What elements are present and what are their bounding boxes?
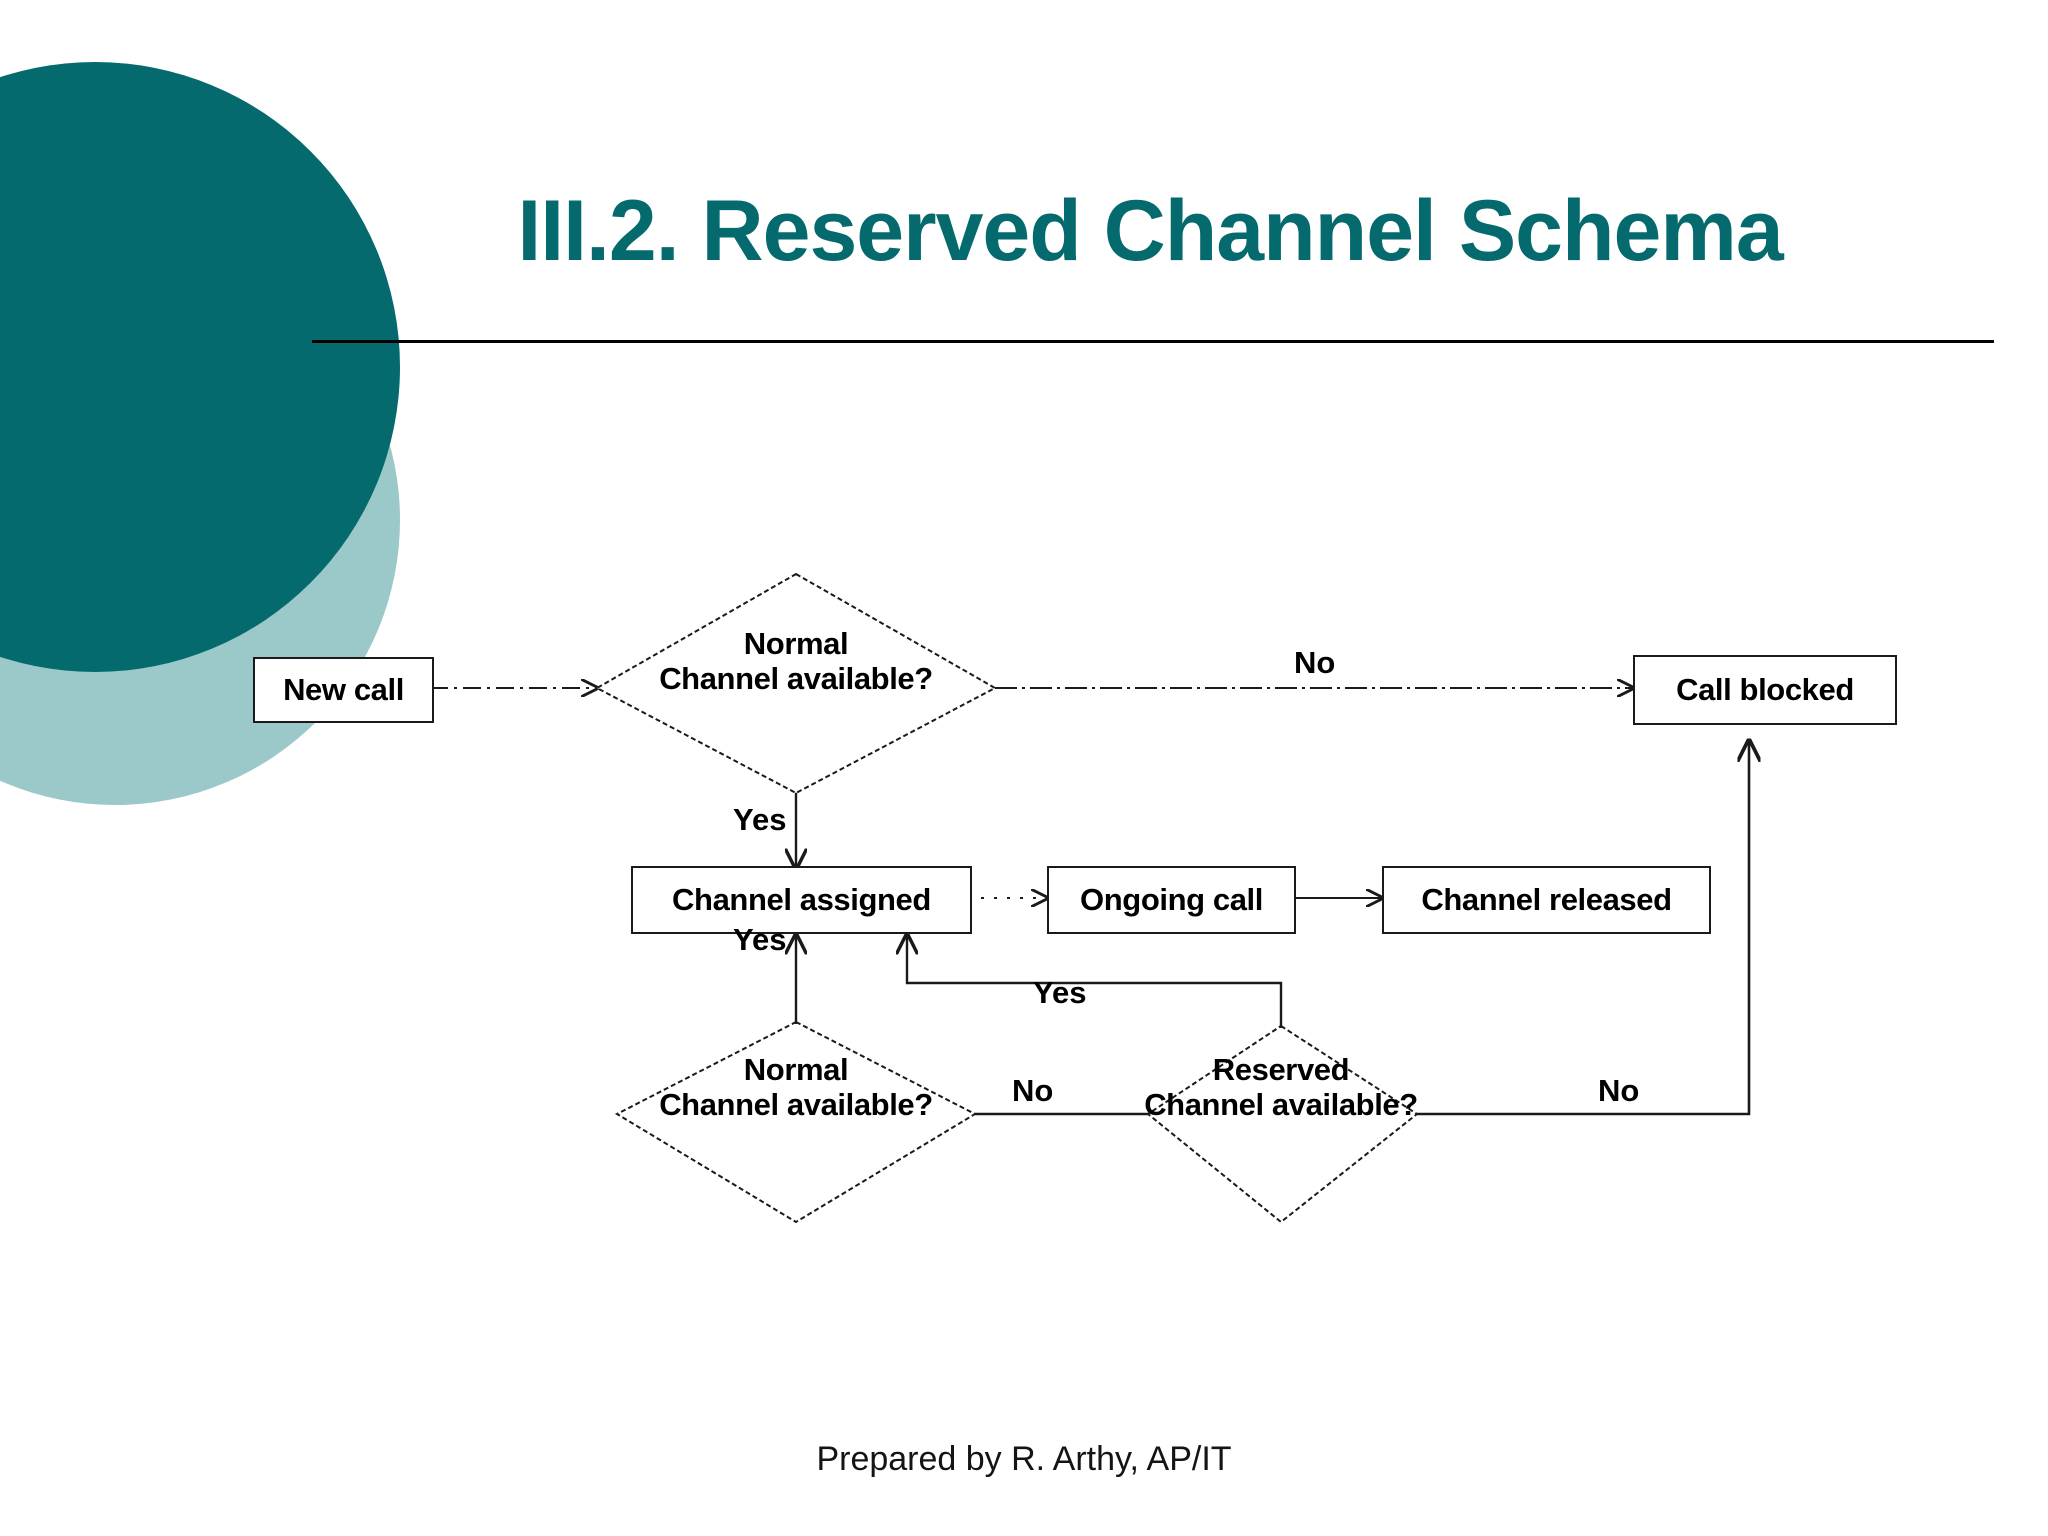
node-normal-top-label: Normal Channel available? [646,626,946,696]
diamond-normal-top [594,572,998,795]
edge-reservedbottom-to-channelassigned [907,935,1283,1028]
node-call-blocked[interactable]: Call blocked [1633,655,1897,725]
node-normal-bottom-line2: Channel available? [659,1086,933,1122]
node-new-call-label: New call [283,672,404,707]
edge-label-bottom-mid-yes: Yes [1033,975,1087,1010]
node-normal-top-line1: Normal [743,626,849,661]
edge-label-bottom-right-no: No [1598,1073,1640,1108]
node-channel-released-label: Channel released [1421,882,1672,917]
node-ongoing-call[interactable]: Ongoing call [1047,866,1296,934]
node-channel-assigned[interactable]: Channel assigned [631,866,972,934]
node-reserved-bottom-label: Reserved Channel available? [1131,1052,1431,1122]
node-channel-assigned-label: Channel assigned [672,882,931,917]
diamond-reserved-bottom [1146,1024,1419,1224]
page-title: III.2. Reserved Channel Schema [517,183,1783,279]
node-ongoing-call-label: Ongoing call [1080,882,1263,917]
edge-label-bottom-left-yes: Yes [733,922,787,957]
node-channel-released[interactable]: Channel released [1382,866,1711,934]
node-reserved-bottom-line2: Channel available? [1144,1086,1418,1122]
title-divider [312,340,1994,343]
edge-label-top-yes: Yes [733,802,787,837]
node-new-call[interactable]: New call [253,657,434,723]
edge-label-bottom-mid-no: No [1012,1073,1054,1108]
diamond-normal-bottom [614,1020,978,1224]
node-reserved-bottom-line1: Reserved [1212,1052,1350,1087]
node-normal-top-line2: Channel available? [659,660,933,696]
node-call-blocked-label: Call blocked [1676,672,1854,707]
slide-footer: Prepared by R. Arthy, AP/IT [816,1440,1232,1478]
node-normal-bottom-line1: Normal [743,1052,849,1087]
edge-reservedbottom-to-callblocked [1417,741,1749,1116]
node-normal-bottom-label: Normal Channel available? [646,1052,946,1122]
edge-label-top-no: No [1294,645,1336,680]
